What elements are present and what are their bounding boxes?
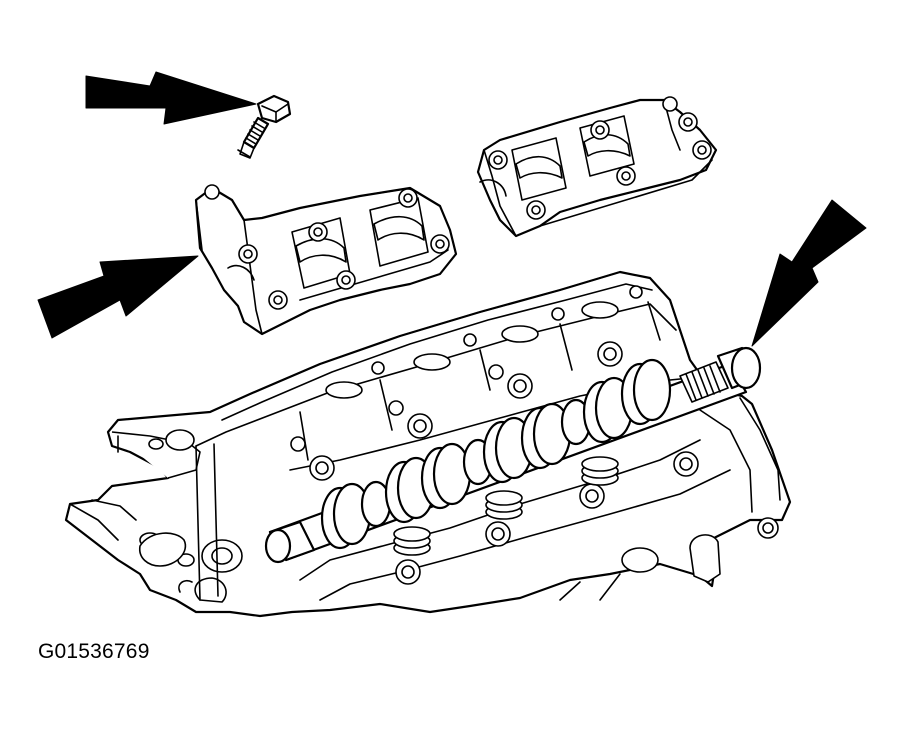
valve-spring [581,456,619,486]
cam-lobe [320,482,372,550]
camshaft-rear-thread [679,361,729,403]
camshaft [264,346,762,564]
bolt [237,94,292,159]
figure-id-label: G01536769 [38,640,150,663]
bolt-head [256,94,292,124]
arrow-bearing-cap [37,255,199,339]
valve-springs [393,456,619,556]
cam-lobe [520,402,572,470]
bearing-cap-right [476,96,718,238]
cylinder-head [64,270,792,618]
cam-lobe [620,358,672,426]
camshaft-nose [264,520,316,564]
bearing-cap-left [194,184,458,336]
valve-spring [393,526,431,556]
arrow-bolt [85,71,257,125]
cam-lobe [420,442,472,510]
camshaft-rear-journal [716,346,762,390]
arrow-camshaft [751,199,867,347]
valve-spring [485,490,523,520]
